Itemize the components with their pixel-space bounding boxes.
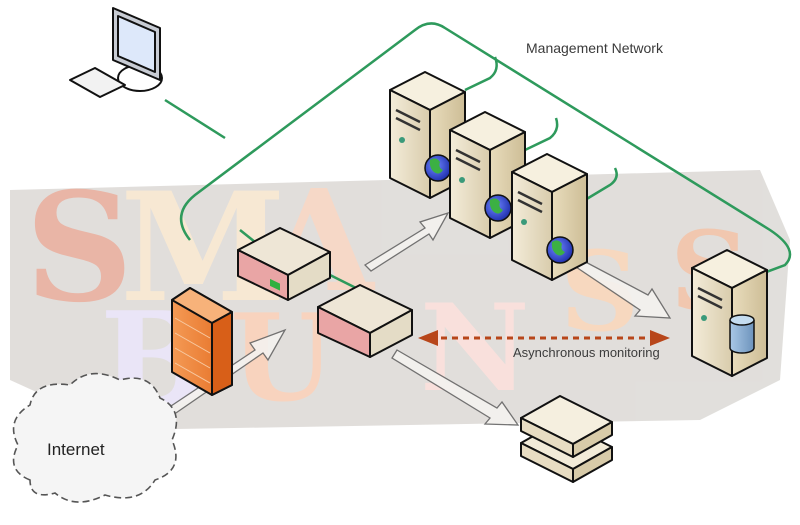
internet-cloud [12, 372, 178, 503]
management-network-label: Management Network [526, 40, 663, 56]
arrow-head-left [418, 330, 438, 346]
globe-icon [424, 154, 452, 182]
server3-link [584, 167, 618, 202]
firewall-icon [171, 287, 233, 396]
arrow-router-storage [391, 349, 520, 426]
server2-link [524, 117, 559, 152]
globe-icon [546, 236, 574, 264]
keyboard-icon [69, 67, 126, 98]
router-2-icon [317, 284, 413, 358]
servers-group [389, 71, 768, 377]
workstation-link [164, 98, 226, 140]
arrow-head-right [650, 330, 670, 346]
db-server-icon [691, 249, 768, 377]
globe-icon [484, 194, 512, 222]
arrow-router-server [363, 211, 450, 272]
workstation-icon [69, 7, 163, 98]
web-server-1-icon [389, 71, 466, 199]
async-monitoring-arrow [418, 330, 670, 346]
async-monitoring-label: Asynchronous monitoring [513, 345, 660, 360]
router-1-icon [237, 227, 331, 301]
storage-stack-icon [520, 395, 613, 483]
bg-letter-s: S [25, 160, 133, 336]
management-loop [180, 22, 792, 282]
web-server-3-icon [511, 153, 588, 281]
database-icon [729, 314, 755, 354]
server1-link [464, 56, 498, 92]
arrow-server-db [572, 257, 672, 319]
internet-label: Internet [47, 440, 105, 459]
